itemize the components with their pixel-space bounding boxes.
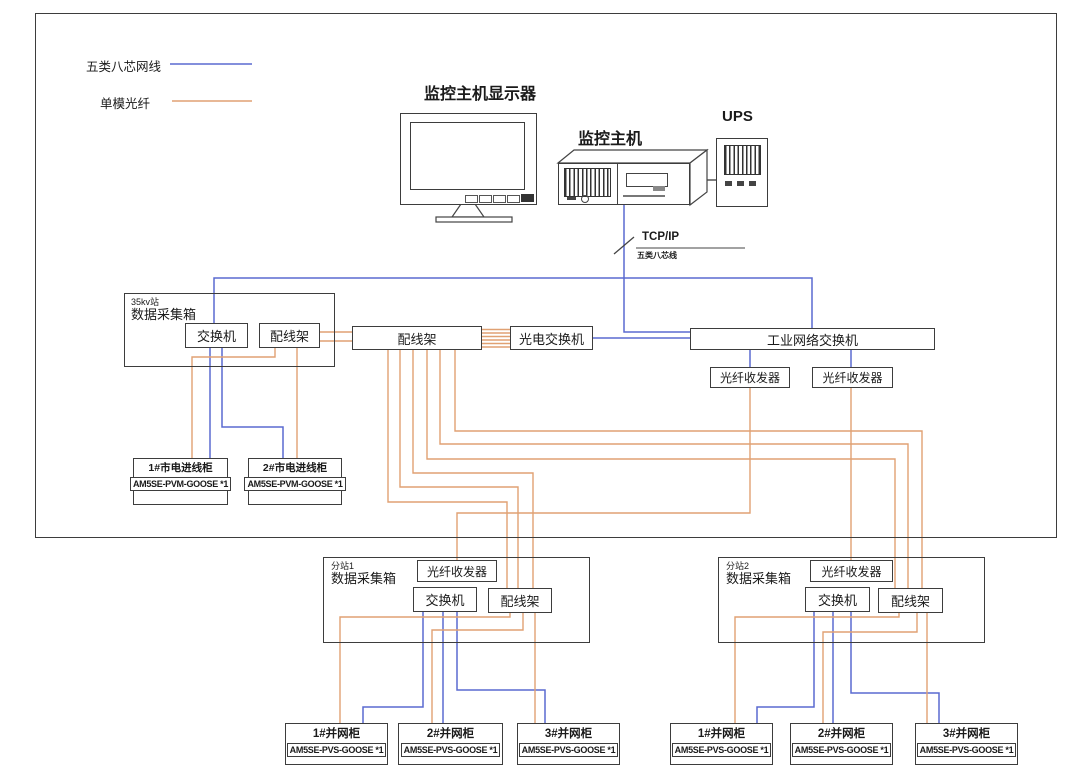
ups-indicator xyxy=(749,181,756,186)
monitor-title: 监控主机显示器 xyxy=(424,86,537,103)
substation1-tag: 分站1 xyxy=(331,561,355,571)
sub2-grid-cabinet-1-device: AM5SE-PVS-GOOSE *1 xyxy=(671,743,772,758)
substation1-title: 数据采集箱 xyxy=(331,571,397,586)
sub2-grid-cabinet-3-title: 3#并网柜 xyxy=(942,728,991,740)
host-drive-bay xyxy=(626,173,668,187)
tcpip-sub-label: 五类八芯线 xyxy=(637,251,677,260)
industrial-network-switch: 工业网络交换机 xyxy=(690,328,935,350)
mains-cabinet-2-device: AM5SE-PVM-GOOSE *1 xyxy=(244,476,346,491)
sub2-grid-cabinet-1-title: 1#并网柜 xyxy=(697,728,746,740)
station35kv-title: 数据采集箱 xyxy=(131,307,197,322)
sub2-grid-cabinet-2-title: 2#并网柜 xyxy=(817,728,866,740)
ups-title: UPS xyxy=(722,108,753,125)
fiber-cables xyxy=(191,328,928,723)
sub1-grid-cabinet-2: 2#并网柜 AM5SE-PVS-GOOSE *1 xyxy=(398,723,503,765)
monitor-stand xyxy=(435,203,513,223)
sub1-grid-cabinet-2-title: 2#并网柜 xyxy=(426,728,475,740)
monitor-button xyxy=(465,195,478,203)
mains-cabinet-1-title: 1#市电进线柜 xyxy=(148,462,213,474)
sub2-grid-cabinet-2: 2#并网柜 AM5SE-PVS-GOOSE *1 xyxy=(790,723,893,765)
monitor-button xyxy=(493,195,506,203)
host-panel-divider xyxy=(617,164,618,204)
host-front-panel xyxy=(558,163,690,205)
tcpip-label: TCP/IP xyxy=(642,231,680,243)
host-computer-icon xyxy=(556,148,709,207)
fiber-transceiver-1: 光纤收发器 xyxy=(710,367,790,388)
sub1-grid-cabinet-1-device: AM5SE-PVS-GOOSE *1 xyxy=(286,743,387,758)
sub2-grid-cabinet-2-device: AM5SE-PVS-GOOSE *1 xyxy=(791,743,892,758)
sub2-grid-cabinet-3-device: AM5SE-PVS-GOOSE *1 xyxy=(916,743,1017,758)
substation1-frame: 分站1 数据采集箱 xyxy=(323,557,590,643)
sub1-grid-cabinet-1: 1#并网柜 AM5SE-PVS-GOOSE *1 xyxy=(285,723,388,765)
substation2-tag: 分站2 xyxy=(726,561,750,571)
mains-cabinet-2: 2#市电进线柜 AM5SE-PVM-GOOSE *1 xyxy=(244,458,346,505)
substation2-switch: 交换机 xyxy=(805,587,870,612)
station35kv-switch: 交换机 xyxy=(185,323,248,348)
host-vent-grille xyxy=(564,168,611,197)
host-power-led xyxy=(581,195,589,203)
sub2-grid-cabinet-3: 3#并网柜 AM5SE-PVS-GOOSE *1 xyxy=(915,723,1018,765)
host-front-line xyxy=(623,195,665,197)
substation2-patch-panel: 配线架 xyxy=(878,588,943,613)
monitor-screen xyxy=(410,122,525,190)
legend-cat5-label: 五类八芯网线 xyxy=(86,60,162,74)
mains-cabinet-1: 1#市电进线柜 AM5SE-PVM-GOOSE *1 xyxy=(129,458,232,505)
mains-cabinet-1-device: AM5SE-PVM-GOOSE *1 xyxy=(129,476,232,491)
monitor-button xyxy=(479,195,492,203)
station35kv-patch-panel: 配线架 xyxy=(259,323,320,348)
substation2-title: 数据采集箱 xyxy=(726,571,792,586)
substation2-frame: 分站2 数据采集箱 xyxy=(718,557,985,643)
monitor-icon xyxy=(400,113,537,205)
host-title: 监控主机 xyxy=(578,131,643,148)
substation1-patch-panel: 配线架 xyxy=(488,588,552,613)
ups-indicator xyxy=(725,181,732,186)
tcpip-underline xyxy=(613,236,745,255)
sub1-grid-cabinet-2-device: AM5SE-PVS-GOOSE *1 xyxy=(400,743,501,758)
ups-indicator xyxy=(737,181,744,186)
sub1-grid-cabinet-1-title: 1#并网柜 xyxy=(312,728,361,740)
monitor-button xyxy=(507,195,520,203)
central-patch-panel: 配线架 xyxy=(352,326,482,350)
mains-cabinet-2-title: 2#市电进线柜 xyxy=(262,462,328,474)
main-enclosure-frame xyxy=(35,13,1057,538)
host-switch-detail xyxy=(567,197,576,200)
legend-fiber-label: 单模光纤 xyxy=(100,97,151,111)
sub1-grid-cabinet-3-title: 3#并网柜 xyxy=(544,728,593,740)
substation1-switch: 交换机 xyxy=(413,587,477,612)
sub2-grid-cabinet-1: 1#并网柜 AM5SE-PVS-GOOSE *1 xyxy=(670,723,773,765)
substation2-transceiver: 光纤收发器 xyxy=(810,560,893,582)
ups-vent-grille xyxy=(724,145,761,175)
sub1-grid-cabinet-3: 3#并网柜 AM5SE-PVS-GOOSE *1 xyxy=(517,723,620,765)
station35kv-frame: 35kv站 数据采集箱 xyxy=(124,293,335,367)
monitor-power-button xyxy=(521,194,534,202)
host-drive-button xyxy=(653,186,665,191)
sub1-grid-cabinet-3-device: AM5SE-PVS-GOOSE *1 xyxy=(518,743,619,758)
substation1-transceiver: 光纤收发器 xyxy=(417,560,497,582)
station35kv-tag: 35kv站 xyxy=(131,297,160,307)
ups-icon xyxy=(716,138,768,207)
fiber-transceiver-2: 光纤收发器 xyxy=(812,367,893,388)
optical-switch: 光电交换机 xyxy=(510,326,593,350)
